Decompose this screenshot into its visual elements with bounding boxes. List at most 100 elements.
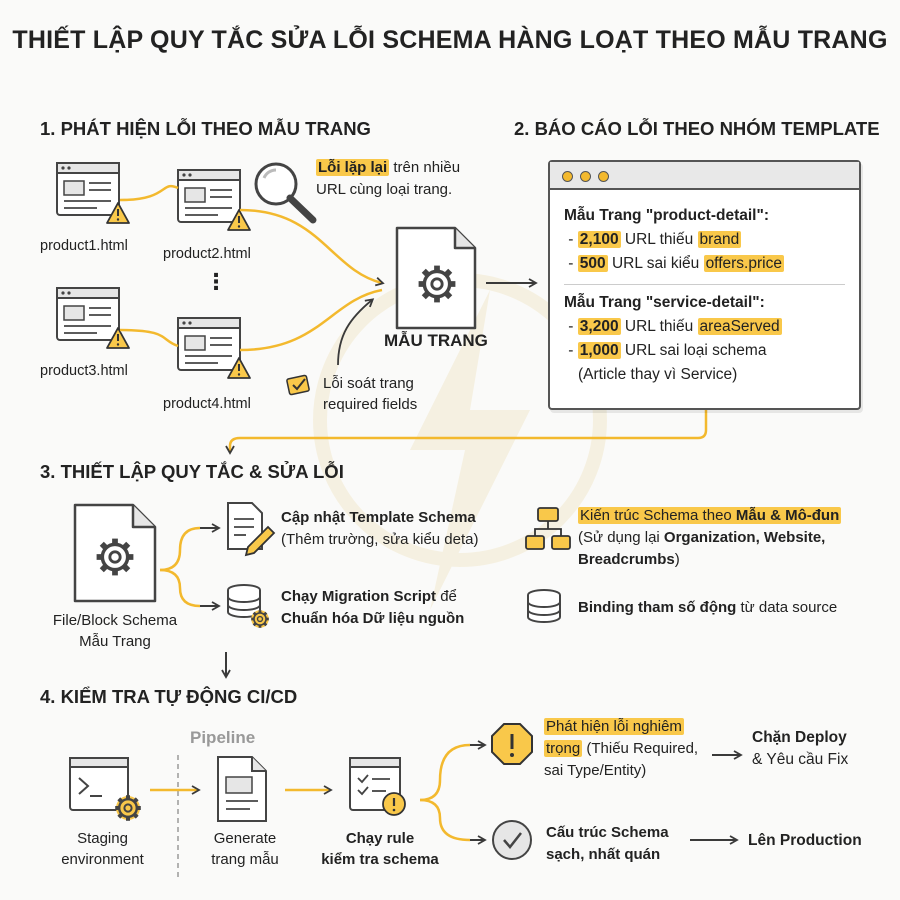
file-label-product4: product4.html	[163, 396, 251, 412]
required-line1: Lỗi soát trang	[323, 375, 414, 392]
migration-bold-1: Chạy Migration Script	[281, 588, 437, 605]
binding-text: Binding tham số động từ data source	[578, 599, 837, 616]
g2-r1-field: areaServed	[697, 318, 782, 335]
run-rule-label: Chạy rule kiểm tra schema	[310, 828, 450, 870]
file-product4-icon	[177, 317, 251, 379]
update-title: Cập nhật Template Schema	[281, 509, 476, 526]
schema-file-label-2: Mẫu Trang	[79, 633, 151, 650]
g2-r2-count: 1,000	[577, 342, 621, 359]
staging-1: Staging	[77, 830, 128, 847]
required-fields-note: Lỗi soát trang required fields	[323, 373, 417, 415]
group2-row1: - 3,200 URL thiếu areaServed	[564, 318, 782, 335]
section4-heading: 4. KIỂM TRA TỰ ĐỘNG CI/CD	[40, 686, 298, 707]
g2-r1-count: 3,200	[577, 318, 621, 335]
g1-r2-count: 500	[577, 255, 608, 272]
binding-rest: từ data source	[736, 599, 838, 616]
magnifier-icon	[254, 162, 317, 224]
staging-label: Staging environment	[40, 828, 165, 870]
database-binding-icon	[527, 589, 561, 623]
reuse-post: )	[674, 551, 680, 568]
arch-bold: Mẫu & Mô-đun	[735, 507, 840, 524]
block-1: Chặn Deploy	[752, 729, 847, 746]
required-line2: required fields	[323, 396, 418, 413]
reuse-bold-2: Breadcrumbs	[578, 551, 675, 568]
hierarchy-icon	[525, 507, 571, 550]
reuse-pre: (Sử dụng lại	[578, 529, 664, 546]
checkmark-note-icon	[286, 374, 310, 396]
block-2: & Yêu cầu Fix	[752, 751, 849, 768]
group2-row2-sub: (Article thay vì Service)	[578, 366, 738, 383]
result-branch-connectors	[419, 743, 471, 842]
database-gear-icon	[227, 584, 271, 630]
clean-schema-text: Cấu trúc Schema sạch, nhất quán	[546, 822, 669, 866]
g1-r2-text: URL sai kiểu	[607, 255, 704, 272]
ellipsis: ⋮	[205, 269, 227, 294]
repeat-error-highlight: Lỗi lặp lại	[316, 159, 390, 176]
error-rest-2: (Thiếu Required,	[582, 740, 699, 757]
section2-heading: 2. BÁO CÁO LỖI THEO NHÓM TEMPLATE	[514, 118, 880, 139]
report-divider	[564, 284, 845, 285]
window-dot-1	[562, 171, 573, 182]
report-titlebar	[550, 162, 859, 190]
schema-block-file-icon	[73, 503, 157, 603]
file-product2-icon	[177, 169, 251, 231]
window-dot-3	[598, 171, 609, 182]
group2-row2: - 1,000 URL sai loại schema	[564, 342, 767, 359]
report-window: Mẫu Trang "product-detail": - 2,100 URL …	[548, 160, 861, 410]
file-label-product3: product3.html	[40, 363, 128, 379]
branch-connectors	[159, 526, 201, 608]
g1-r1-count: 2,100	[577, 231, 621, 248]
window-dot-2	[580, 171, 591, 182]
g2-r2-text: URL sai loại schema	[620, 342, 767, 359]
page-title: THIẾT LẬP QUY TẮC SỬA LỖI SCHEMA HÀNG LO…	[12, 26, 888, 54]
group1-row2: - 500 URL sai kiểu offers.price	[564, 255, 784, 272]
g2-r1-text: URL thiếu	[620, 318, 698, 335]
section3-heading: 3. THIẾT LẬP QUY TẮC & SỬA LỖI	[40, 461, 344, 482]
ok-2: sạch, nhất quán	[546, 846, 661, 863]
repeat-error-rest: trên nhiều	[389, 159, 461, 176]
template-document-icon	[395, 226, 477, 330]
reuse-bold-1: Organization, Website,	[663, 529, 826, 546]
error-3: sai Type/Entity)	[544, 762, 647, 779]
run-2: kiểm tra schema	[321, 851, 439, 868]
flow-connectors	[119, 184, 385, 366]
arch-text: Kiến trúc Schema theo	[580, 507, 736, 524]
update-template-text: Cập nhật Template Schema (Thêm trường, s…	[281, 507, 479, 551]
schema-file-label: File/Block Schema Mẫu Trang	[30, 610, 200, 652]
generate-label: Generate trang mẫu	[190, 828, 300, 870]
file-product1-icon	[56, 162, 130, 224]
production-text: Lên Production	[748, 832, 862, 849]
error-hl-1: Phát hiện lỗi nghiêm	[544, 718, 684, 735]
generate-document-icon	[217, 756, 267, 822]
error-octagon-icon	[491, 723, 533, 765]
g1-r2-field: offers.price	[703, 255, 784, 272]
migration-text: Chạy Migration Script để Chuẩn hóa Dữ li…	[281, 586, 464, 630]
update-sub: (Thêm trường, sửa kiểu deta)	[281, 531, 479, 548]
rule-check-icon	[349, 757, 406, 816]
ok-1: Cấu trúc Schema	[546, 824, 669, 841]
group1-title: Mẫu Trang "product-detail":	[564, 207, 770, 224]
checkmark-circle-icon	[492, 820, 532, 860]
schema-file-label-1: File/Block Schema	[52, 612, 178, 629]
g1-r1-text: URL thiếu	[620, 231, 698, 248]
terminal-gear-icon	[69, 757, 141, 821]
file-label-product1: product1.html	[40, 238, 128, 254]
repeat-error-line2: URL cùng loại trang.	[316, 181, 453, 198]
generate-1: Generate	[213, 830, 277, 847]
staging-2: environment	[61, 851, 144, 868]
group1-row1: - 2,100 URL thiếu brand	[564, 231, 742, 248]
repeat-error-note: Lỗi lặp lại trên nhiều URL cùng loại tra…	[316, 157, 460, 201]
generate-2: trang mẫu	[211, 851, 279, 868]
run-1: Chạy rule	[345, 830, 415, 847]
pipeline-label: Pipeline	[190, 728, 256, 747]
template-label: MẪU TRANG	[384, 331, 488, 350]
migration-bold-2: Chuẩn hóa Dữ liệu nguồn	[281, 610, 465, 627]
g1-r1-field: brand	[697, 231, 742, 248]
error-hl-2: trọng	[544, 740, 583, 757]
architecture-text: Kiến trúc Schema theo Mẫu & Mô-đun (Sử d…	[578, 505, 842, 571]
block-deploy-text: Chặn Deploy & Yêu cầu Fix	[752, 727, 848, 771]
error-detected-text: Phát hiện lỗi nghiêm trọng (Thiếu Requir…	[544, 716, 698, 782]
section1-heading: 1. PHÁT HIỆN LỖI THEO MẪU TRANG	[40, 118, 371, 139]
migration-rest-1: để	[436, 588, 457, 605]
